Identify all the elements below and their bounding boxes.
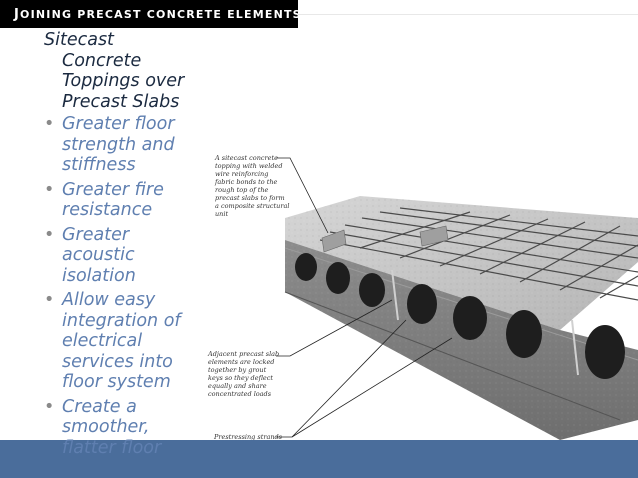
svg-text:keys so they deflect: keys so they deflect (208, 374, 273, 382)
slide-title: Joining Precast Concrete Elements (14, 7, 298, 22)
bullet-icon: • (44, 224, 55, 245)
grout-keys (391, 269, 579, 376)
bullet-icon: • (44, 396, 55, 417)
svg-text:Prestressing strands: Prestressing strands (213, 433, 283, 441)
svg-text:elements are locked: elements are locked (208, 358, 274, 366)
slide-heading: Sitecast Concrete Toppings over Precast … (44, 30, 185, 112)
bottom-band (0, 440, 638, 478)
svg-text:fabric bonds to the: fabric bonds to the (214, 178, 278, 186)
title-bar: Joining Precast Concrete Elements (0, 0, 298, 28)
svg-text:equally and share: equally and share (208, 382, 267, 390)
svg-text:wire reinforcing: wire reinforcing (215, 170, 268, 178)
svg-text:Adjacent precast slab: Adjacent precast slab (207, 350, 279, 358)
topping-edge (321, 225, 449, 253)
bullet-icon: • (44, 114, 55, 134)
svg-text:precast slabs to form: precast slabs to form (215, 194, 285, 202)
text-column: Sitecast Concrete Toppings over Precast … (44, 30, 200, 462)
callout-grout-keys: Adjacent precast slab elements are locke… (207, 350, 279, 398)
svg-text:together by grout: together by grout (208, 366, 267, 374)
leader-lines (276, 157, 453, 438)
hollow-cores (295, 253, 625, 379)
svg-text:A sitecast concrete: A sitecast concrete (214, 154, 278, 162)
top-rule (298, 14, 638, 15)
bullet-icon: • (44, 179, 55, 200)
callout-topping: A sitecast concrete topping with welded … (214, 154, 289, 218)
svg-text:a composite structural: a composite structural (215, 202, 289, 210)
bullet-icon: • (44, 290, 55, 310)
svg-text:concentrated loads: concentrated loads (208, 390, 272, 398)
callout-strands: Prestressing strands (213, 433, 283, 441)
svg-text:topping with welded: topping with welded (215, 162, 283, 170)
svg-text:rough top of the: rough top of the (215, 186, 269, 194)
wire-mesh (319, 207, 638, 301)
svg-text:unit: unit (215, 210, 228, 218)
